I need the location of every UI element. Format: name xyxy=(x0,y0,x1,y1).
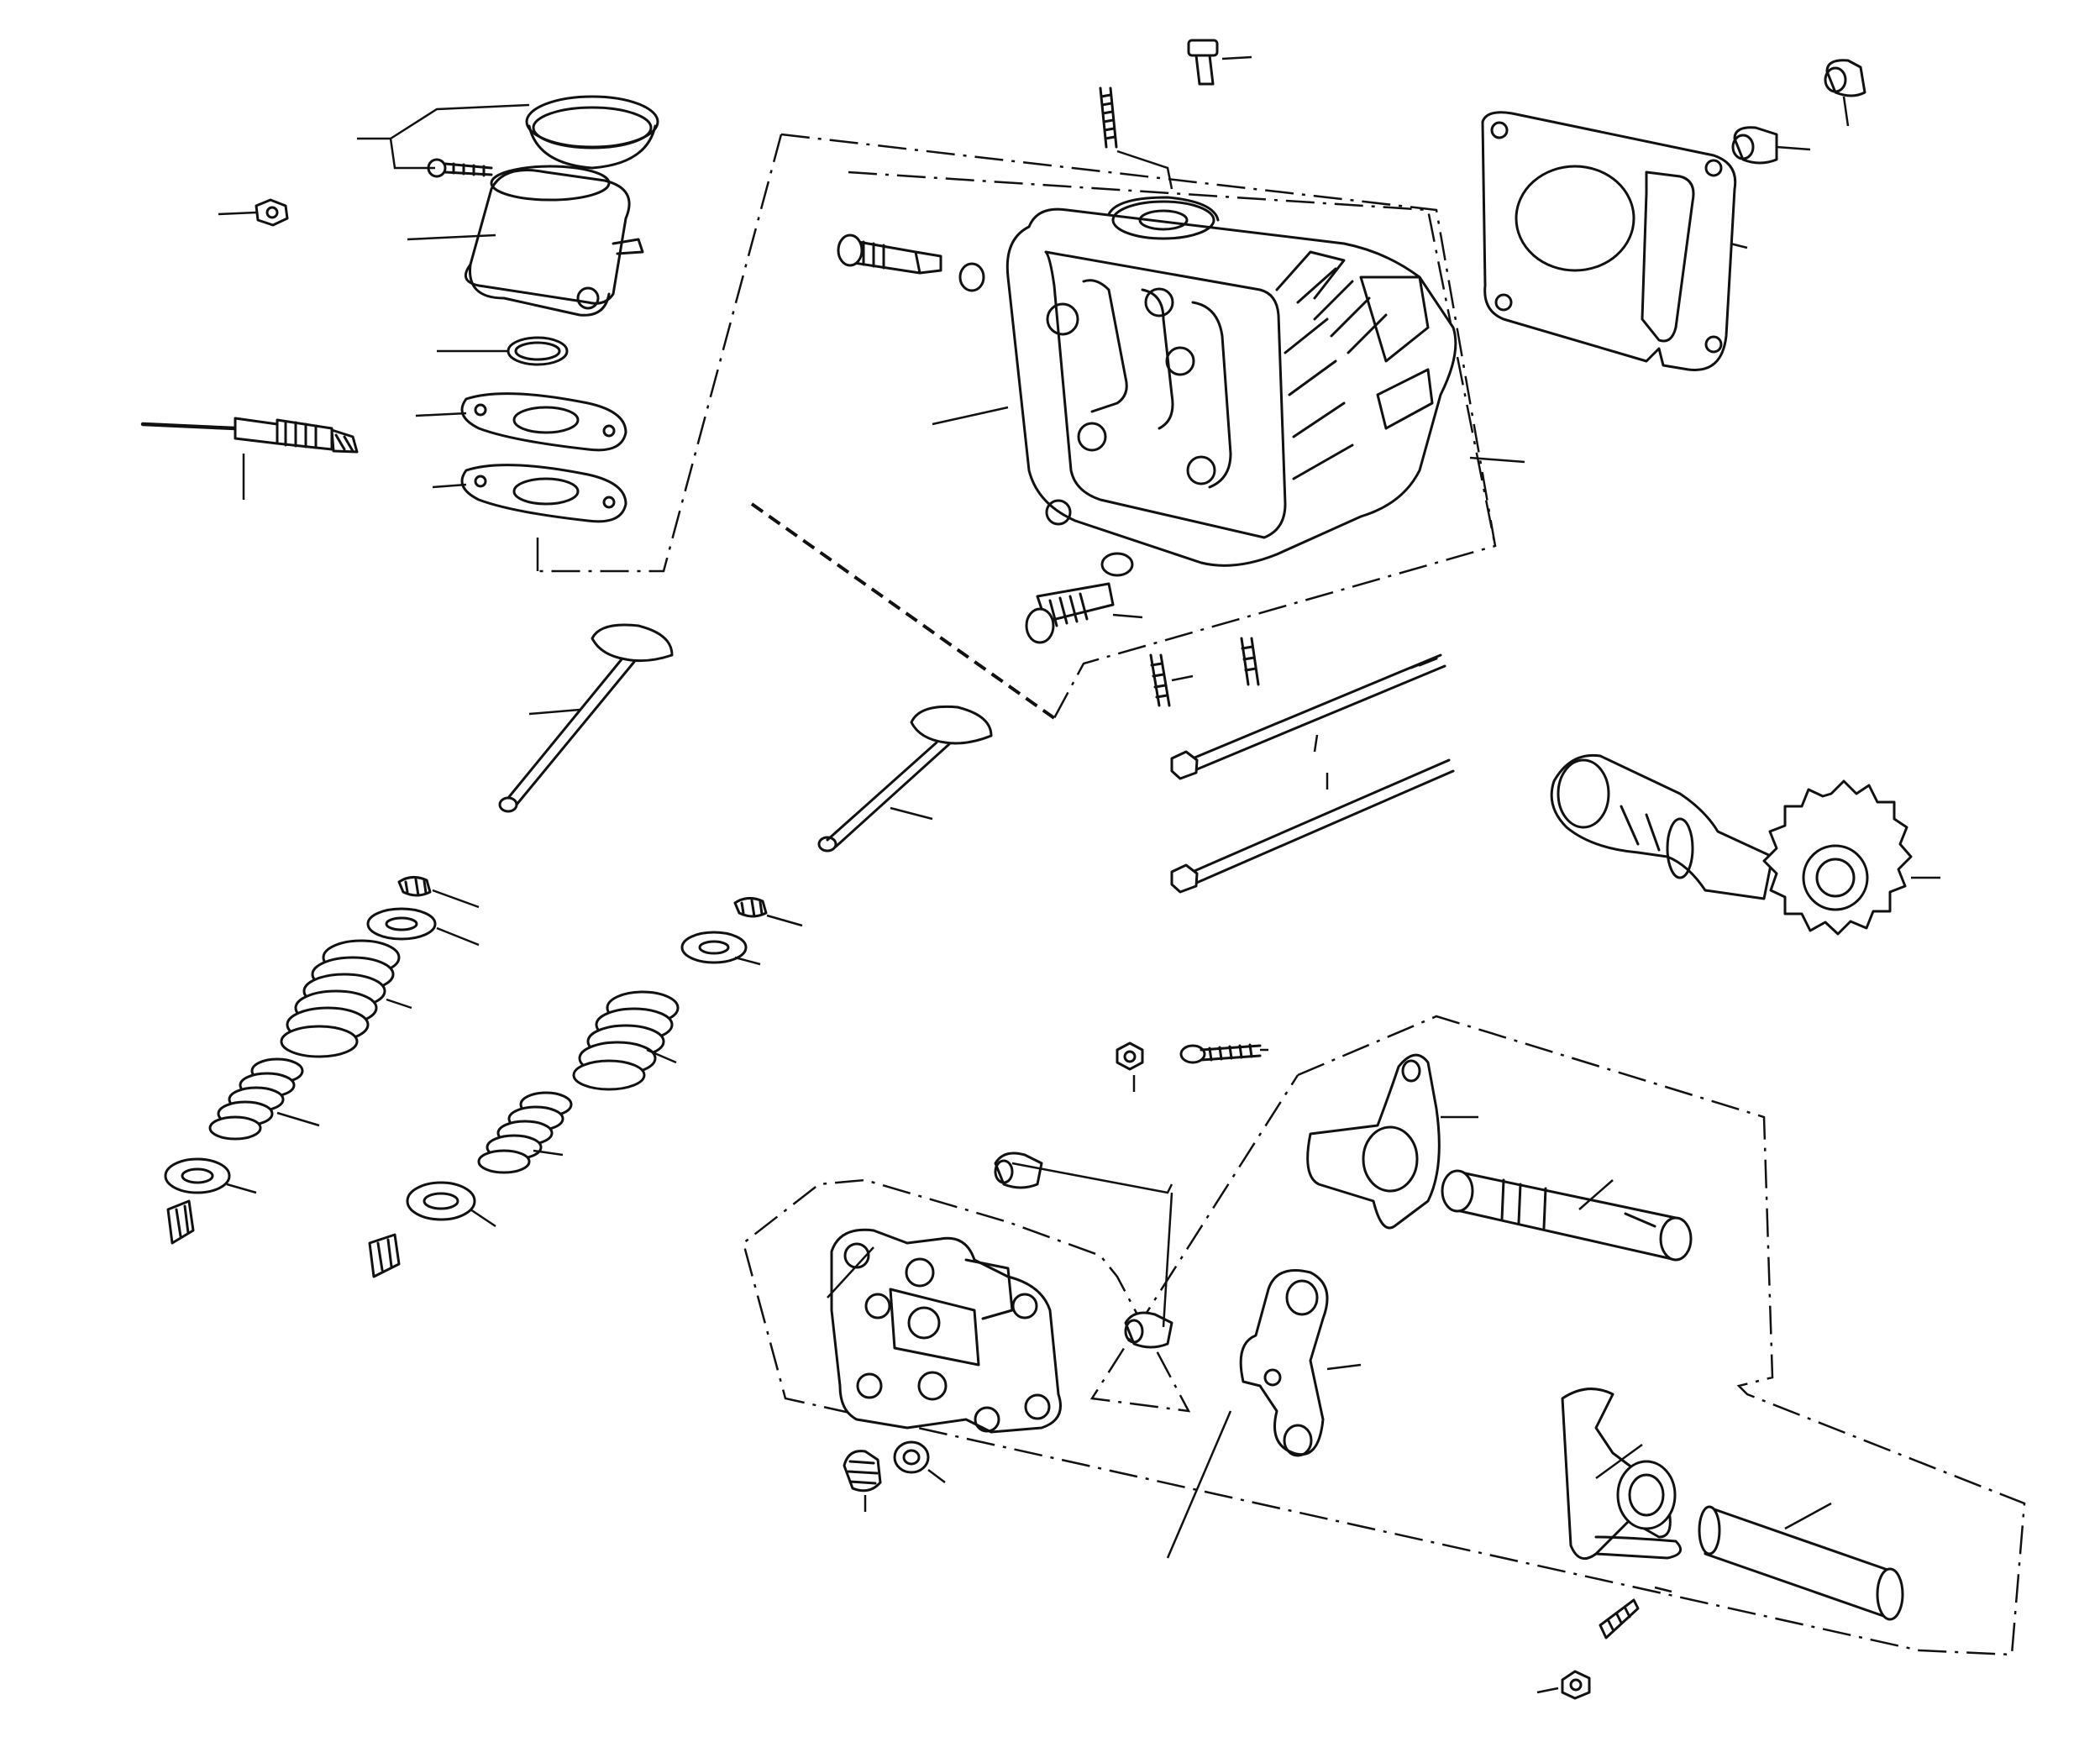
rocker-shaft-lower xyxy=(1698,1505,1904,1621)
intake-gasket-lower xyxy=(460,464,627,523)
long-stud-upper xyxy=(1170,653,1446,780)
sealing-washer xyxy=(893,1440,930,1474)
inner-spring-intake xyxy=(208,1057,304,1141)
valve-guide-exhaust xyxy=(1025,582,1115,644)
intake-valve xyxy=(498,623,674,813)
rocker-arm-lower xyxy=(1239,1269,1329,1457)
valve-guide-intake xyxy=(837,233,942,275)
stud-bolt-left xyxy=(1149,653,1171,707)
valve-cotter-exhaust xyxy=(733,897,768,918)
manifold-nut xyxy=(255,198,289,227)
group-outline-rocker-assembly xyxy=(742,1015,2026,1656)
exhaust-valve xyxy=(817,705,993,853)
valve-guide-clip-intake xyxy=(958,262,985,292)
leader-lines xyxy=(218,55,1940,1694)
tappet-lock-nut xyxy=(1561,1670,1591,1700)
group-outline-cylinder-head xyxy=(533,133,1497,720)
dowel-pin-holder-upper xyxy=(994,1152,1043,1189)
long-stud-lower xyxy=(1170,758,1455,894)
head-stud-upper xyxy=(1099,87,1118,149)
intake-manifold xyxy=(464,165,644,317)
intake-clamp-band xyxy=(525,95,659,170)
bolt-nut-small xyxy=(1116,1041,1144,1071)
manifold-o-ring xyxy=(507,336,569,366)
valve-guide-clip-exhaust xyxy=(1100,552,1134,577)
cap-nut xyxy=(843,1450,882,1493)
cylinder-head xyxy=(1005,196,1457,567)
rocker-shaft-upper xyxy=(1441,1169,1693,1262)
rocker-arm-upper xyxy=(1306,1053,1441,1230)
intake-gasket-upper xyxy=(460,392,627,452)
stud-bolt-right xyxy=(1240,637,1260,686)
cam-sprocket xyxy=(1762,779,1913,936)
tappet-adjust-screw xyxy=(1599,1598,1640,1639)
spring-seat-exhaust xyxy=(406,1181,476,1221)
valve-stem-seal-intake xyxy=(166,1199,195,1245)
spring-retainer-intake xyxy=(366,907,437,941)
valve-cotter-intake xyxy=(397,876,432,897)
head-bolt-top xyxy=(1187,39,1219,86)
spring-retainer-exhaust xyxy=(680,931,748,964)
rocker-arm-exhaust xyxy=(1561,1388,1683,1561)
outer-spring-intake xyxy=(280,939,401,1058)
adjusting-screw xyxy=(1179,1043,1262,1064)
valve-stem-seal-exhaust xyxy=(368,1233,401,1278)
camshaft xyxy=(1550,753,1774,900)
dowel-pin-upper xyxy=(1824,59,1866,97)
dowel-pin-lower xyxy=(1731,126,1778,165)
camshaft-holder xyxy=(830,1228,1062,1434)
clamp-screw xyxy=(427,158,493,178)
outer-spring-exhaust xyxy=(572,990,680,1091)
dowel-pin-holder-lower xyxy=(1124,1311,1173,1349)
cylinder-head-gasket xyxy=(1481,111,1737,371)
inner-spring-exhaust xyxy=(477,1091,573,1174)
spring-seat-intake xyxy=(164,1157,231,1194)
spark-plug xyxy=(140,417,359,454)
